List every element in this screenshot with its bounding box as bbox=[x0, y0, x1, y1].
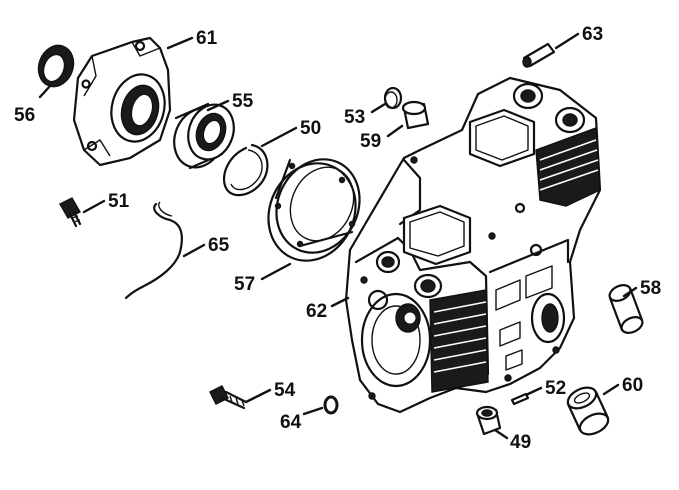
label-part-49: 49 bbox=[510, 432, 531, 453]
part-51-fitting bbox=[59, 197, 82, 228]
part-53-plug bbox=[383, 86, 403, 110]
label-part-55: 55 bbox=[232, 91, 254, 112]
part-52-dowel-pin bbox=[510, 392, 530, 406]
part-56-seal bbox=[37, 44, 75, 88]
label-part-59: 59 bbox=[360, 131, 381, 152]
label-part-60: 60 bbox=[622, 375, 643, 396]
leader-lines bbox=[38, 32, 638, 440]
part-49-ring bbox=[475, 405, 502, 436]
part-50-snap-ring bbox=[222, 143, 269, 197]
part-59-plug bbox=[401, 100, 430, 130]
part-60-sleeve bbox=[566, 386, 610, 436]
part-54-bolt bbox=[209, 385, 248, 410]
label-part-57: 57 bbox=[234, 274, 255, 295]
label-part-61: 61 bbox=[196, 28, 218, 49]
part-61-bearing-plate bbox=[72, 36, 172, 167]
label-part-53: 53 bbox=[344, 107, 365, 128]
label-part-51: 51 bbox=[108, 191, 130, 212]
part-64-o-ring bbox=[323, 395, 339, 415]
label-part-58: 58 bbox=[640, 278, 661, 299]
label-part-56: 56 bbox=[14, 105, 35, 126]
label-part-54: 54 bbox=[274, 380, 296, 401]
label-part-64: 64 bbox=[280, 412, 302, 433]
label-part-65: 65 bbox=[208, 235, 230, 256]
part-57-gasket bbox=[267, 158, 361, 262]
part-58-bushing bbox=[608, 284, 644, 334]
label-part-50: 50 bbox=[300, 118, 321, 139]
part-labels: 61 63 56 55 53 59 50 51 65 57 62 58 54 5… bbox=[14, 24, 661, 453]
part-62-crankcase bbox=[344, 76, 602, 414]
part-65-wire bbox=[124, 201, 183, 300]
label-part-62: 62 bbox=[306, 301, 327, 322]
part-63-pin bbox=[522, 42, 556, 68]
label-part-52: 52 bbox=[545, 378, 566, 399]
label-part-63: 63 bbox=[582, 24, 603, 45]
part-55-ball-bearing bbox=[173, 102, 235, 170]
